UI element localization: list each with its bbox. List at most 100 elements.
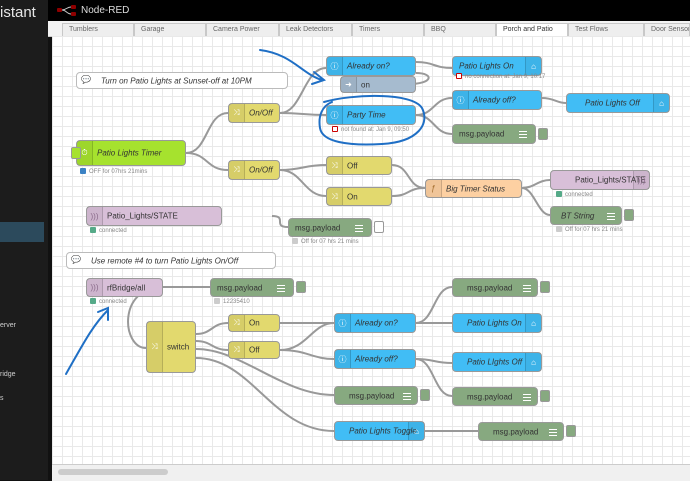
inject-button[interactable]	[71, 147, 81, 159]
debug-node-payload-state[interactable]: msg.payload	[288, 218, 372, 237]
home-assistant-icon: ⌂	[653, 94, 669, 112]
node-label: Patio Lights Off	[585, 98, 640, 108]
patio-lights-off-node-bottom[interactable]: Patio LIghts Off ⌂	[452, 352, 542, 372]
debug-menu-icon	[519, 129, 527, 139]
payload-rf-status: 12235410	[214, 298, 250, 305]
debug-toggle-button[interactable]	[296, 281, 306, 293]
patio-on-top-status: no connection at: Jan 9, 10:17	[456, 73, 545, 80]
debug-node-payload-b2[interactable]: msg.payload	[452, 387, 538, 406]
node-label: msg.payload	[295, 223, 341, 232]
scrollbar-thumb[interactable]	[58, 469, 168, 475]
on-inject-node[interactable]: ➜ on	[340, 76, 416, 93]
tab-porch-and-patio[interactable]: Porch and Patio	[496, 23, 568, 37]
mqtt-in-rfbridge-all[interactable]: ))) rfBridge/all	[86, 278, 163, 297]
sidebar-title: istant	[0, 4, 36, 21]
bt-string-status: Off for 07 hrs 21 mins	[556, 226, 623, 233]
tab-timers[interactable]: Timers	[352, 23, 424, 36]
debug-toggle-button[interactable]	[624, 209, 634, 221]
debug-node-payload-rf[interactable]: msg.payload	[210, 278, 294, 297]
off-change-node-2[interactable]: ⤨ Off	[228, 341, 280, 359]
node-label: Off	[249, 345, 260, 355]
node-label: On/Off	[249, 108, 273, 118]
workspace-scrollbar[interactable]	[52, 464, 690, 481]
mqtt-out-status: connected	[556, 191, 593, 198]
mqtt-wave-icon: )))	[87, 207, 103, 225]
debug-toggle-button[interactable]	[420, 389, 430, 401]
debug-node-payload-top[interactable]: msg.payload	[452, 124, 536, 144]
node-label: Off	[347, 161, 358, 170]
debug-node-payload-b1[interactable]: msg.payload	[452, 278, 538, 297]
tab-bbq[interactable]: BBQ	[424, 23, 496, 36]
debug-node-payload-b3[interactable]: msg.payload	[334, 386, 418, 405]
mqtt-out-patio-lights-state[interactable]: Patio_Lights/STATE )))	[550, 170, 650, 190]
party-time-status: not found at: Jan 9, 09:50	[332, 126, 409, 133]
node-label: Already on?	[347, 61, 390, 71]
node-label: rfBridge/all	[107, 283, 146, 292]
node-label: Patio_Lights/STATE	[575, 175, 646, 185]
debug-toggle-button[interactable]	[566, 425, 576, 437]
already-off-node-top[interactable]: ⓘ Already off?	[452, 90, 542, 110]
home-assistant-icon: ⌂	[408, 422, 424, 440]
debug-node-payload-toggle[interactable]: msg.payload	[478, 422, 564, 441]
big-timer-status-node[interactable]: ƒ Big Timer Status	[425, 179, 522, 198]
flow-workspace[interactable]: 💬 Turn on Patio Lights at Sunset-off at …	[52, 36, 690, 464]
mqtt-in-patio-lights-state[interactable]: ))) Patio_Lights/STATE	[86, 206, 222, 226]
sidebar-item-bridge[interactable]: ridge	[0, 371, 16, 378]
sidebar-selected-item[interactable]	[0, 222, 44, 242]
node-label: Already off?	[473, 95, 516, 105]
home-assistant-icon: ⌂	[525, 353, 541, 371]
info-icon: ⓘ	[327, 57, 343, 75]
tab-camera-power[interactable]: Camera Power	[206, 23, 279, 36]
flow-tabs: Tumblers Garage Camera Power Leak Detect…	[48, 21, 690, 37]
debug-toggle-button[interactable]	[540, 390, 550, 402]
debug-toggle-button[interactable]	[540, 281, 550, 293]
node-red-logo-icon	[57, 5, 76, 16]
wires-layer	[127, 61, 567, 432]
shuffle-icon: ⤨	[327, 188, 343, 205]
node-label: Party Time	[347, 110, 386, 120]
patio-lights-timer-node[interactable]: ⏱ Patio Lights Timer	[76, 140, 186, 166]
comment-remote-text: Use remote #4 to turn Patio Lights On/Of…	[91, 256, 239, 265]
debug-menu-icon	[607, 211, 615, 221]
already-on-node-top[interactable]: ⓘ Already on?	[326, 56, 416, 76]
sidebar-item-server[interactable]: erver	[0, 322, 16, 329]
on-change-node[interactable]: ⤨ On	[326, 187, 392, 206]
node-label: msg.payload	[459, 129, 505, 139]
sidebar: istant erver ridge s	[0, 0, 48, 480]
on-change-node-2[interactable]: ⤨ On	[228, 314, 280, 332]
sidebar-item-s[interactable]: s	[0, 395, 4, 402]
debug-menu-icon	[403, 391, 411, 401]
already-off-node-bottom[interactable]: ⓘ Already off?	[334, 349, 416, 369]
already-on-node-bottom[interactable]: ⓘ Already on?	[334, 313, 416, 333]
tab-tumblers[interactable]: Tumblers	[62, 23, 134, 36]
tab-test-flows[interactable]: Test Flows	[568, 23, 644, 36]
timer-status: OFF for 07hrs 21mins	[80, 168, 147, 175]
comment-remote[interactable]: 💬 Use remote #4 to turn Patio Lights On/…	[66, 252, 276, 269]
tab-garage[interactable]: Garage	[134, 23, 206, 36]
onoff-change-node-2[interactable]: ⤨ On/Off	[228, 160, 280, 180]
patio-lights-on-node-bottom[interactable]: Patio Lights On ⌂	[452, 313, 542, 333]
node-label: Big Timer Status	[446, 184, 506, 193]
annotation-circle-party-time	[318, 94, 426, 146]
info-icon: ⓘ	[453, 91, 469, 109]
debug-toggle-button[interactable]	[538, 128, 548, 140]
info-icon: ⓘ	[327, 106, 343, 124]
debug-menu-icon	[523, 392, 531, 402]
mqtt-wave-icon: )))	[87, 279, 103, 296]
node-label: Patio Lights On	[459, 61, 514, 71]
node-label: Patio_Lights/STATE	[107, 211, 178, 221]
off-change-node[interactable]: ⤨ Off	[326, 156, 392, 175]
info-icon: ⓘ	[335, 314, 351, 332]
debug-menu-icon	[523, 283, 531, 293]
patio-lights-off-node-top[interactable]: Patio Lights Off ⌂	[566, 93, 670, 113]
onoff-change-node-1[interactable]: ⤨ On/Off	[228, 103, 280, 123]
tab-door-sensors[interactable]: Door Sensors	[644, 23, 690, 36]
debug-node-bt-string[interactable]: BT String	[550, 206, 622, 225]
switch-node[interactable]: ⤨ switch	[146, 321, 196, 373]
patio-lights-toggle-node[interactable]: Patio Lights Toggle ⌂	[334, 421, 425, 441]
party-time-node[interactable]: ⓘ Party Time	[326, 105, 416, 125]
tab-leak-detectors[interactable]: Leak Detectors	[279, 23, 352, 36]
debug-toggle-button[interactable]	[374, 221, 384, 233]
patio-lights-on-node-top[interactable]: Patio Lights On ⌂	[452, 56, 542, 76]
comment-sunset[interactable]: 💬 Turn on Patio Lights at Sunset-off at …	[76, 72, 288, 89]
